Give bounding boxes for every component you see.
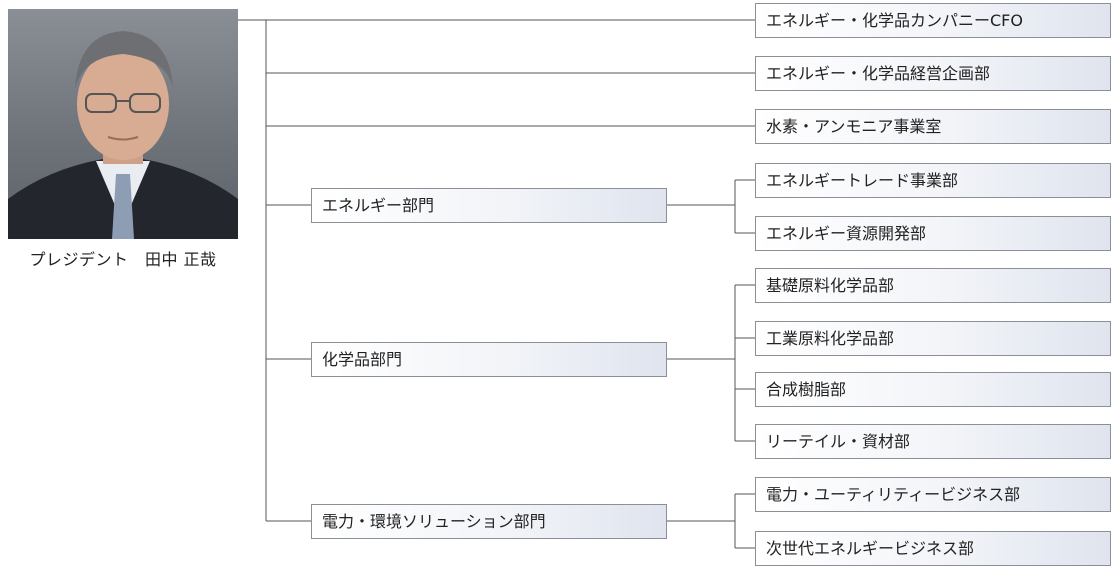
department-box: 次世代エネルギービジネス部 xyxy=(755,531,1111,566)
unit-box-planning: エネルギー・化学品経営企画部 xyxy=(755,56,1111,91)
division-box-energy: エネルギー部門 xyxy=(311,188,667,223)
division-box-power: 電力・環境ソリューション部門 xyxy=(311,504,667,539)
unit-box-cfo: エネルギー・化学品カンパニーCFO xyxy=(755,3,1111,38)
department-box: 工業原料化学品部 xyxy=(755,321,1111,356)
department-box: リーテイル・資材部 xyxy=(755,424,1111,459)
department-box: エネルギートレード事業部 xyxy=(755,163,1111,198)
department-box: 電力・ユーティリティービジネス部 xyxy=(755,477,1111,512)
department-box: エネルギー資源開発部 xyxy=(755,216,1111,251)
division-box-chemicals: 化学品部門 xyxy=(311,342,667,377)
department-box: 基礎原料化学品部 xyxy=(755,268,1111,303)
department-box: 合成樹脂部 xyxy=(755,372,1111,407)
president-photo xyxy=(8,9,238,239)
president-caption: プレジデント 田中 正哉 xyxy=(29,250,217,269)
unit-box-hydrogen: 水素・アンモニア事業室 xyxy=(755,109,1111,144)
